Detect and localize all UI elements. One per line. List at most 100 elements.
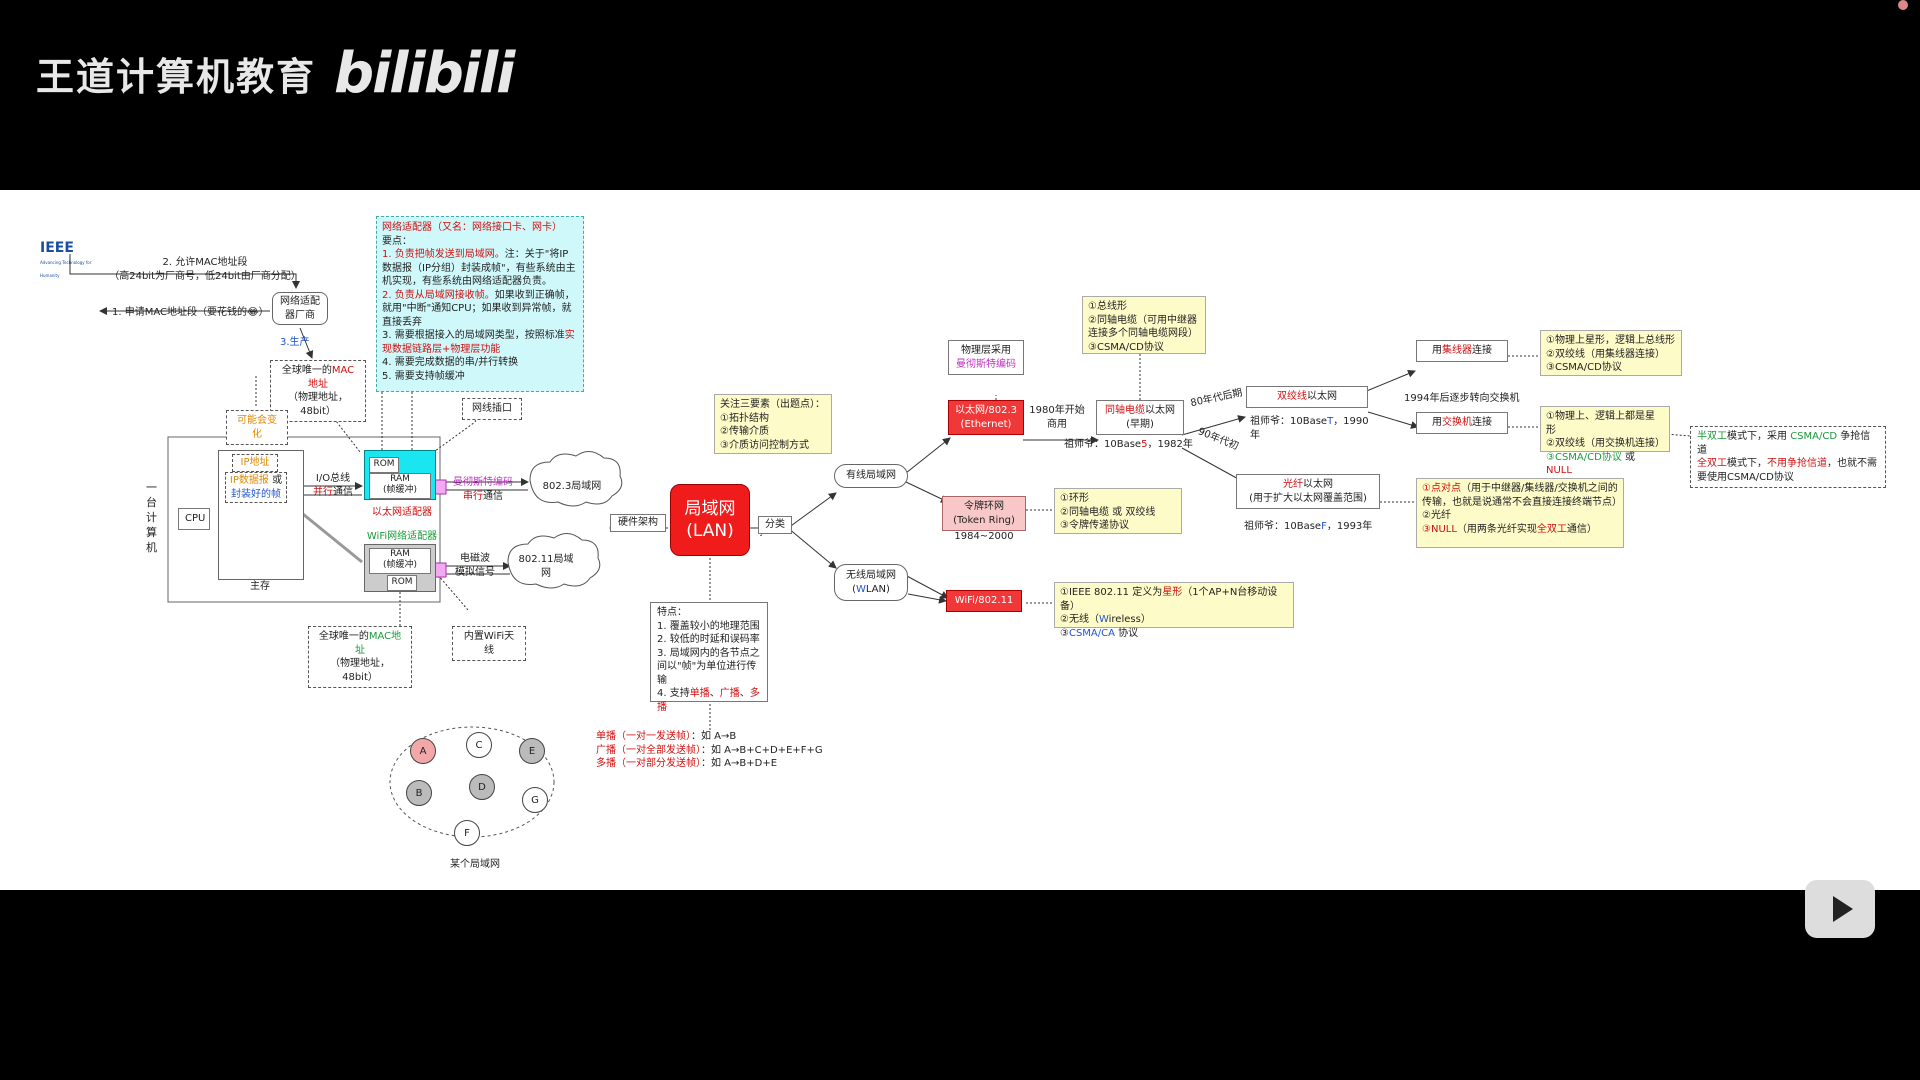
switch-opt-1: ①物理上、逻辑上都是星形 xyxy=(1546,411,1655,436)
features-title: 特点： xyxy=(657,607,687,618)
duplex-half-end: 争抢信道 xyxy=(1697,431,1871,456)
cast-broadcast: 广播（一对全部发送帧）：如 A→B+C+D+E+F+G xyxy=(596,744,846,758)
hub-opt-3: ③CSMA/CD协议 xyxy=(1546,362,1622,373)
ieee-logo: IEEE Advancing Technology for Humanity xyxy=(40,240,105,283)
ethernet-sub: (Ethernet) xyxy=(960,418,1012,430)
arrow-allow-mac xyxy=(69,254,300,289)
wifi-opt-1: ①IEEE 802.11 定义为 xyxy=(1060,587,1163,598)
play-button[interactable] xyxy=(1805,880,1875,938)
adapter-note-title-rest: （又名：网络接口卡、网卡） xyxy=(432,222,562,233)
wifi-opt-1-rest: （1个AP+N台移动设备） xyxy=(1060,587,1278,612)
feature-1: 1. 覆盖较小的地理范围 xyxy=(657,620,760,632)
node-g: G xyxy=(522,787,548,813)
fiber-ancestor: 祖师爷：10BaseF，1993年 xyxy=(1244,520,1374,534)
fiber-opt-3-mid: （用两条光纤实现 xyxy=(1456,523,1537,535)
switch-suffix: 连接 xyxy=(1472,417,1492,428)
ieee-tagline: Advancing Technology for Humanity xyxy=(40,259,92,279)
token-opt-1: ①环形 xyxy=(1060,493,1089,504)
duplex-half-rest: 模式下，采用 xyxy=(1727,431,1787,442)
eth-ram-label: RAM xyxy=(390,474,410,484)
wifi-opt-3-rest: 协议 xyxy=(1114,627,1139,639)
adapter-note-p3: 3. 需要根据接入的局域网类型，按照标准 xyxy=(382,330,565,341)
token-title: 令牌环网 xyxy=(964,501,1004,512)
ethernet-adapter: ROM RAM (帧缓冲) xyxy=(364,450,436,500)
fiber-ancestor-prefix: 祖师爷：10Base xyxy=(1244,521,1322,532)
ieee-step2: 2. 允许MAC地址段 （高24bit为厂商号，低24bit由厂商分配） xyxy=(90,256,320,283)
memory-label: 主存 xyxy=(250,581,270,592)
mac-address-bottom: 全球唯一的MAC地址 （物理地址，48bit） xyxy=(308,626,412,688)
cast-broadcast-desc: （一对全部发送帧） xyxy=(616,744,701,756)
switch-opt-3-null: NULL xyxy=(1546,465,1572,476)
brand-header: 王道计算机教育 bilibili xyxy=(36,38,515,108)
fiber-red: 光纤 xyxy=(1283,479,1303,490)
port-label: 网线插口 xyxy=(462,398,522,420)
focus-note: 关注三要素（出题点）： ①拓扑结构 ②传输介质 ③介质访问控制方式 xyxy=(714,394,832,454)
token-sub: (Token Ring) xyxy=(953,514,1015,526)
duplex-half: 半双工 xyxy=(1697,431,1727,442)
wifi-adapter: RAM (帧缓冲) ROM xyxy=(364,544,436,592)
fiber-ethernet-node: 光纤以太网 (用于扩大以太网覆盖范围) xyxy=(1236,474,1380,509)
coax-ancestor-prefix: 祖师爷：10Base xyxy=(1064,439,1142,450)
adapter-note-p2-red: 2. 负责从局域网接收帧。 xyxy=(382,289,495,301)
token-opt-3: ③令牌传递协议 xyxy=(1060,520,1129,531)
node-a: A xyxy=(410,738,436,764)
node-e: E xyxy=(519,738,545,764)
wireless-sub-prefix: ( xyxy=(852,583,856,595)
token-opt-2: ②同轴电缆 或 双绞线 xyxy=(1060,506,1156,518)
coax-options: ①总线形 ②同轴电缆（可用中继器连接多个同轴电缆网段） ③CSMA/CD协议 xyxy=(1082,296,1206,354)
ethernet-adapter-label: 以太网适配器 xyxy=(372,507,432,518)
node-d: D xyxy=(469,774,495,800)
parallel-comm: 通信 xyxy=(333,486,353,498)
wifi-antenna-label: 内置WiFi天线 xyxy=(452,626,526,661)
em-wave-text: 电磁波 xyxy=(460,553,490,564)
duplex-full: 全双工 xyxy=(1697,458,1727,469)
ip-packet-box: IP数据报 或 封装好的帧 xyxy=(225,472,287,503)
hub-suffix: 连接 xyxy=(1472,345,1492,356)
lan-title: 局域网 xyxy=(684,499,736,519)
focus-title: 关注三要素（出题点）： xyxy=(720,399,825,410)
coax-rest: 以太网 xyxy=(1145,405,1175,416)
token-ring-node: 令牌环网 (Token Ring) xyxy=(942,496,1026,531)
cast-unicast-name: 单播 xyxy=(596,731,616,742)
switch-red: 交换机 xyxy=(1442,417,1472,428)
focus-3: ③介质访问控制方式 xyxy=(720,439,809,451)
wifi-opt-2: ②无线（ xyxy=(1060,614,1099,625)
parallel-text: 并行 xyxy=(313,486,333,498)
coax-early: (早期) xyxy=(1126,418,1154,430)
hub-opt-1: ①物理上星形，逻辑上总线形 xyxy=(1546,335,1675,346)
adapter-note-p4: 4. 需要完成数据的串/并行转换 xyxy=(382,357,519,368)
coax-opt-3: ③CSMA/CD协议 xyxy=(1088,341,1164,353)
adapter-note-p1-red: 1. 负责把帧发送到局域网。 xyxy=(382,249,505,260)
serial-comm: 通信 xyxy=(483,490,503,502)
wifi-opt-3-csmaca: CSMA/CA xyxy=(1068,627,1115,639)
mac-bottom-green: MAC地址 xyxy=(355,631,402,656)
cast-unicast-desc: （一对一发送帧） xyxy=(616,731,691,742)
switch-trend: 1994年后逐步转向交换机 xyxy=(1404,393,1520,404)
fiber-year: ，1993年 xyxy=(1326,521,1373,532)
cast-multicast: 多播（一对部分发送帧）：如 A→B+D+E xyxy=(596,757,846,771)
wireless-lan-node: 无线局域网 (WLAN) xyxy=(834,564,908,601)
hub-opt-2: ②双绞线（用集线器连接） xyxy=(1546,348,1665,360)
eth-ram-buffer: (帧缓冲) xyxy=(382,485,418,495)
ieee-step2-title: 2. 允许MAC地址段 xyxy=(162,257,248,268)
lan-8023-label: 802.3局域网 xyxy=(542,481,602,492)
ieee-step3: 3.生产 xyxy=(280,337,310,348)
adapter-note-p2: 如果收到正确帧，就用"中断"通知CPU；如果收到异常帧，就直接丢弃 xyxy=(382,289,575,328)
fiber-opt-3-end: 通信） xyxy=(1566,523,1597,535)
wifi-rom: ROM xyxy=(387,575,417,591)
mac-top-prefix: 全球唯一的 xyxy=(281,365,332,376)
fiber-rest: 以太网 xyxy=(1303,479,1333,490)
io-bus-label: I/O总线 并行通信 xyxy=(308,472,358,499)
switch-opt-3-or: 或 xyxy=(1621,451,1636,463)
coax-ancestor-letter: 5 xyxy=(1141,439,1148,450)
ieee-logo-text: IEEE xyxy=(40,240,74,256)
fiber-ancestor-letter: F xyxy=(1321,521,1327,532)
ip-or: 或 xyxy=(272,475,283,486)
switch-prefix: 用 xyxy=(1432,417,1442,428)
fiber-sub: (用于扩大以太网覆盖范围) xyxy=(1249,492,1367,504)
wifi-ram: RAM (帧缓冲) xyxy=(369,548,431,574)
frame-label: 封装好的帧 xyxy=(231,488,281,500)
cast-broadcast-example: ：如 A→B+C+D+E+F+G xyxy=(701,744,823,756)
node-c: C xyxy=(466,732,492,758)
switch-options: ①物理上、逻辑上都是星形 ②双绞线（用交换机连接） ③CSMA/CD协议 或 N… xyxy=(1540,406,1670,476)
